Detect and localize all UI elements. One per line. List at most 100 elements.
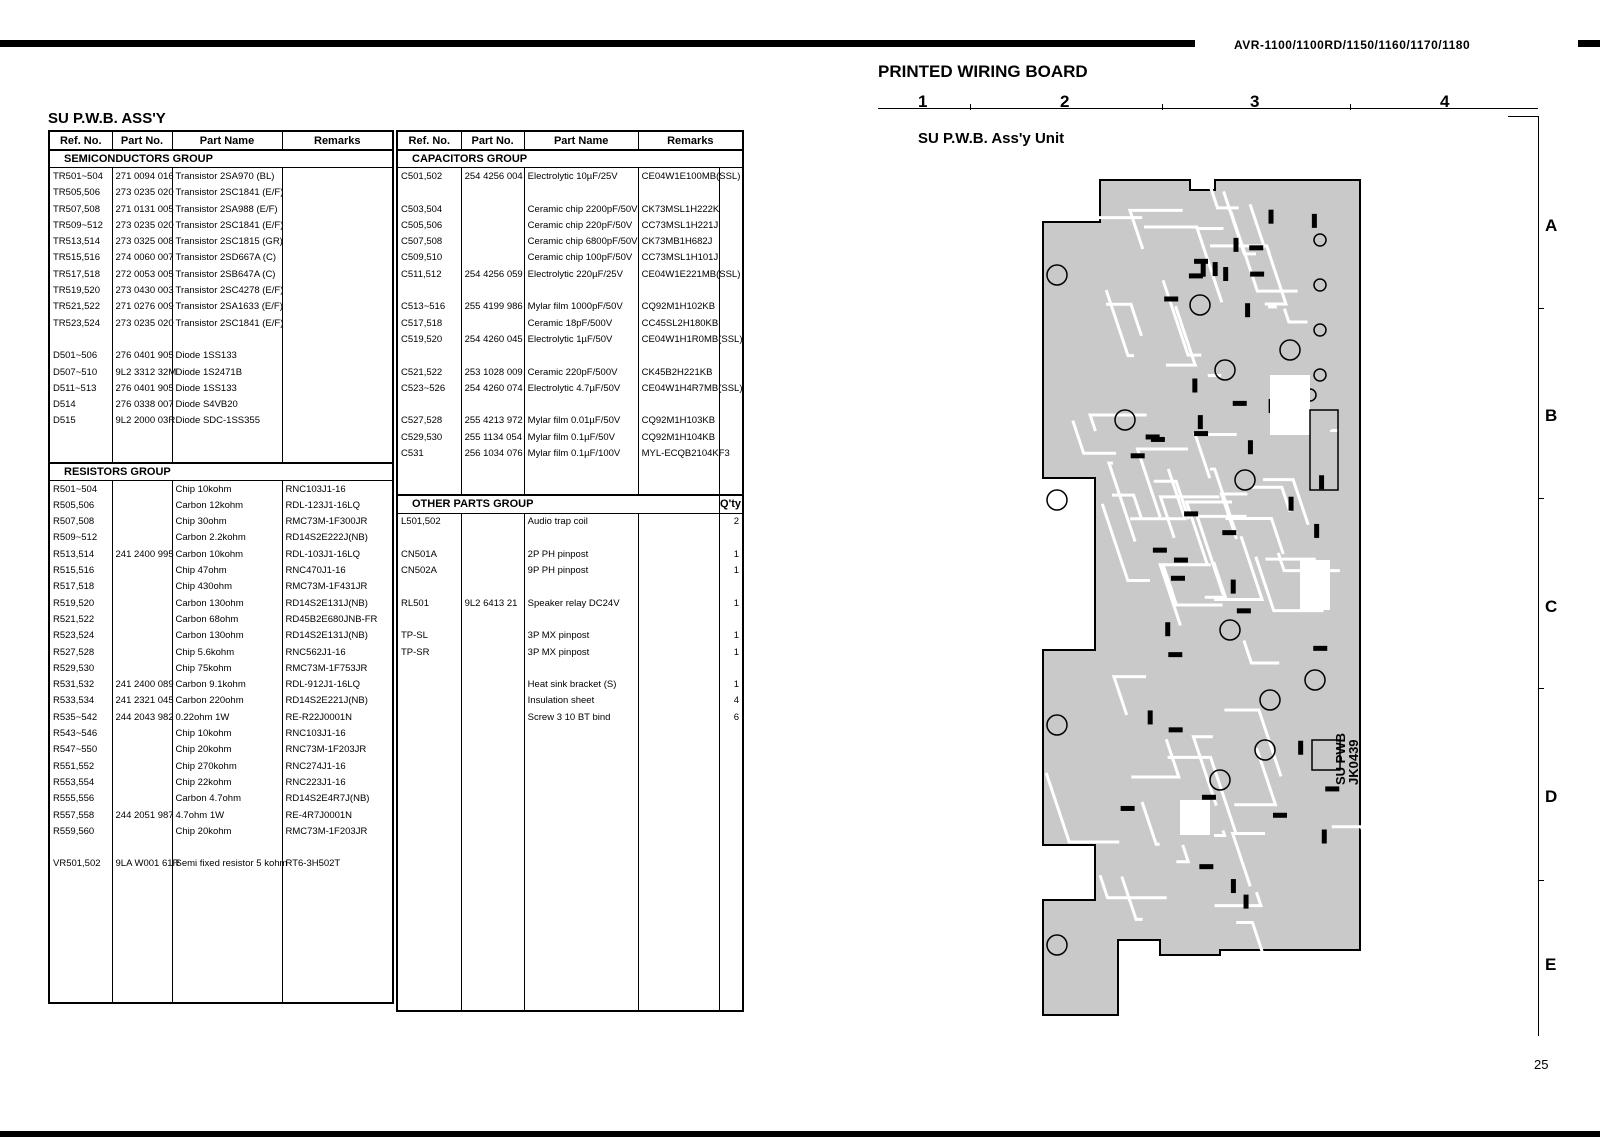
- table-cell: R547~550: [48, 741, 113, 758]
- table-cell: Mylar film 1000pF/50V: [523, 298, 639, 315]
- component-pad: [1150, 436, 1165, 442]
- trace: [1250, 485, 1292, 513]
- table-cell: [523, 725, 639, 1012]
- component-pad: [1314, 523, 1320, 538]
- test-point-symbol: [1313, 368, 1327, 382]
- table-cell: [460, 282, 525, 299]
- table-cell: [460, 692, 525, 710]
- table-cell: Chip 47ohm: [171, 562, 283, 579]
- table-cell: [637, 692, 721, 710]
- table-cell: 255 1134 054: [460, 429, 525, 446]
- table-cell: [281, 282, 394, 299]
- row-tick: [1538, 688, 1544, 689]
- table-cell: CE04W1E100MB(SSL): [637, 167, 740, 185]
- transistor-symbol: [1046, 489, 1068, 511]
- trace: [1100, 503, 1151, 582]
- transistor-symbol: [1189, 294, 1211, 316]
- table-cell: [281, 380, 394, 397]
- table-cell: TP-SL: [396, 627, 462, 644]
- table-cell: [281, 429, 394, 446]
- table-cell: R555,556: [48, 790, 113, 807]
- table-cell: [460, 562, 525, 579]
- trace: [1106, 461, 1137, 543]
- row-tick: [1538, 308, 1544, 309]
- table-cell: [171, 429, 283, 446]
- parts-table-left: Ref. No. Part No. Part Name Remarks SEMI…: [48, 130, 394, 1005]
- table-cell: R551,552: [48, 757, 113, 775]
- table-cell: C523~526: [396, 380, 462, 397]
- test-point-symbol: [1313, 233, 1327, 247]
- table-cell: 1: [719, 643, 744, 661]
- table-cell: [111, 741, 173, 758]
- table-cell: R523,524: [48, 627, 113, 644]
- component-pad: [1147, 710, 1153, 725]
- table-cell: [111, 774, 173, 791]
- trace: [1161, 279, 1202, 357]
- table-cell: Ceramic 18pF/500V: [523, 314, 639, 332]
- table-cell: [48, 839, 113, 856]
- table-cell: CN502A: [396, 562, 462, 579]
- table-cell: [281, 872, 394, 1004]
- component-pad: [1184, 511, 1199, 517]
- test-point-symbol: [1313, 278, 1327, 292]
- pwb-subtitle: SU P.W.B. Ass'y Unit: [918, 130, 1065, 147]
- table-cell: [281, 445, 394, 463]
- table-cell: [111, 595, 173, 612]
- table-cell: [111, 872, 173, 1004]
- table-cell: Semi fixed resistor 5 kohm: [171, 855, 287, 873]
- table-cell: [460, 643, 525, 661]
- table-cell: R507,508: [48, 513, 113, 530]
- table-cell: TR519,520: [48, 282, 113, 299]
- component-pad: [1313, 645, 1328, 651]
- table-cell: Transistor 2SC1841 (E/F): [171, 217, 283, 234]
- table-cell: Transistor 2SC1815 (GR): [171, 233, 283, 250]
- table-cell: CK45B2H221KB: [637, 363, 721, 381]
- table-cell: 2: [719, 513, 744, 530]
- table-cell: C529,530: [396, 429, 462, 446]
- table-cell: 273 0235 020: [111, 217, 174, 234]
- table-cell: Carbon 9.1kohm: [171, 676, 283, 693]
- table-cell: [637, 660, 721, 677]
- table-cell: TR501~504: [48, 167, 113, 185]
- table-cell: 3P MX pinpost: [523, 627, 639, 644]
- table-row: [396, 578, 744, 596]
- table-cell: [637, 513, 721, 530]
- table-cell: [396, 396, 462, 413]
- table-cell: 253 1028 009: [460, 363, 525, 381]
- trace: [1106, 302, 1143, 337]
- table-cell: Chip 430ohm: [171, 578, 283, 596]
- component-pad: [1192, 378, 1198, 393]
- component-pad: [1165, 622, 1171, 637]
- component-pad: [1230, 579, 1236, 594]
- table-cell: [637, 562, 721, 579]
- transistor-symbol: [1304, 669, 1326, 691]
- table-cell: [719, 233, 744, 250]
- table-cell: Transistor 2SC4278 (E/F): [171, 282, 283, 299]
- component-pad: [1152, 547, 1167, 553]
- table-cell: [523, 660, 639, 677]
- table-cell: C527,528: [396, 412, 462, 430]
- table-cell: [719, 725, 744, 1012]
- table-cell: R529,530: [48, 660, 113, 677]
- table-cell: Mylar film 0.01µF/50V: [523, 412, 639, 430]
- table-cell: [523, 529, 639, 547]
- table-cell: 274 0060 007: [111, 249, 174, 267]
- table-cell: [48, 872, 113, 1004]
- table-cell: Chip 20kohm: [171, 823, 283, 840]
- table-cell: R517,518: [48, 578, 113, 596]
- table-cell: C507,508: [396, 233, 462, 250]
- table-cell: Chip 10kohm: [171, 725, 283, 742]
- table-cell: 1: [719, 546, 744, 563]
- table-cell: Chip 20kohm: [171, 741, 283, 758]
- table-cell: [281, 184, 394, 201]
